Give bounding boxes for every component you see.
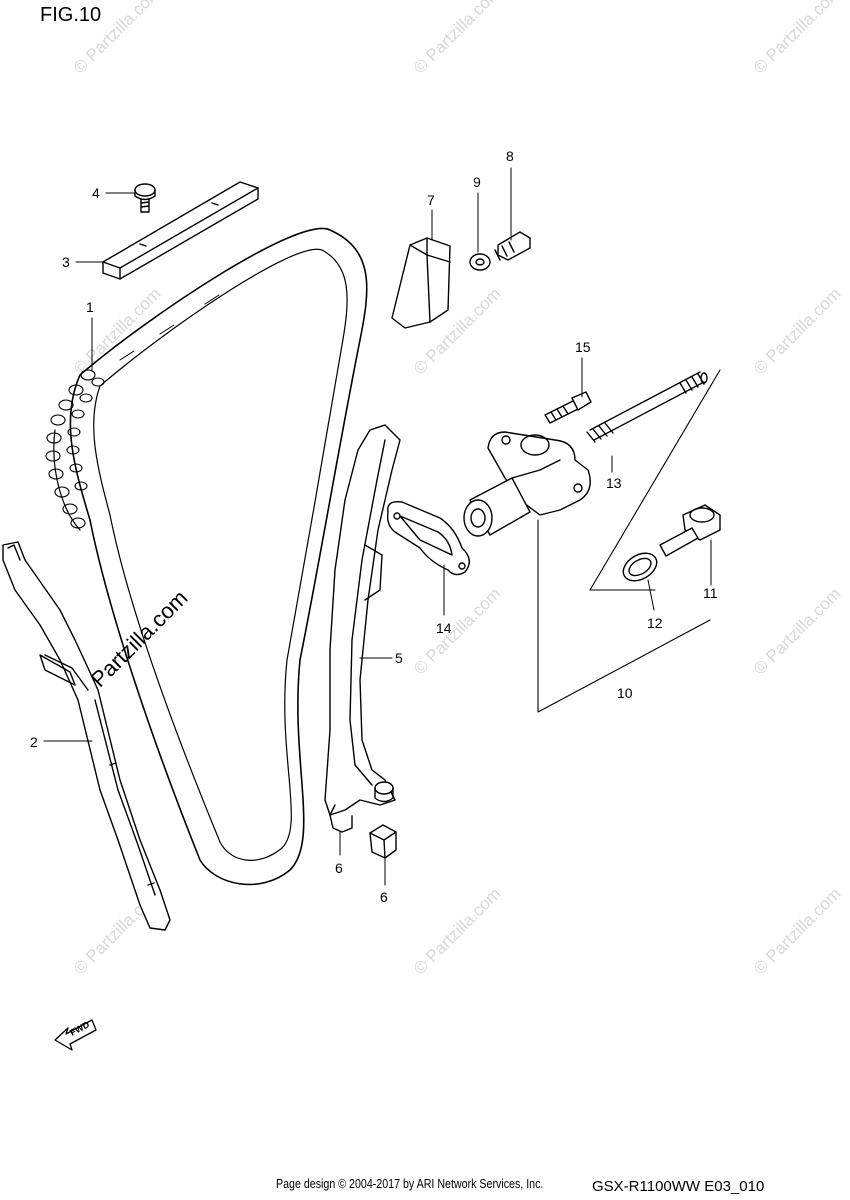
copyright-notice: Page design © 2004-2017 by ARI Network S… [276,1176,544,1191]
part-3-guide [102,181,259,280]
callout-5: 5 [395,650,403,666]
part-10-tensioner [463,431,591,537]
diagram-code: GSX-R1100WW E03_010 [592,1178,765,1195]
assembly-bracket [537,369,721,713]
part-6-cushion [369,824,397,859]
callout-8: 8 [506,148,514,164]
part-2-chain-guide [2,541,171,931]
callout-10: 10 [617,685,633,701]
callout-1: 1 [86,299,94,315]
part-4-screw [134,183,156,213]
part-15-bolt [544,391,592,424]
callout-15: 15 [575,339,591,355]
part-12-gasket-ring [622,552,658,582]
part-11-plug-bolt [659,504,721,557]
callout-9: 9 [473,174,481,190]
part-7-block [391,237,451,329]
callout-3: 3 [62,254,70,270]
callout-11: 11 [703,585,718,601]
callout-6: 6 [335,860,343,876]
leader-lines [43,167,712,886]
callout-6-second: 6 [380,889,388,905]
part-14-gasket [386,501,470,576]
part-13-spring-rod [586,371,708,443]
part-1-cam-chain [45,227,368,886]
fwd-arrow-icon: FWD [54,1019,97,1051]
part-9-washer [469,253,491,271]
figure-title: FIG.10 [40,4,102,26]
part-5-chain-guide [324,424,401,833]
callout-14: 14 [436,620,452,636]
callout-4: 4 [92,185,100,201]
callout-2: 2 [30,734,38,750]
callout-12: 12 [647,615,663,631]
callout-7: 7 [427,192,435,208]
part-8-bolt [494,231,531,261]
callout-13: 13 [606,475,622,491]
